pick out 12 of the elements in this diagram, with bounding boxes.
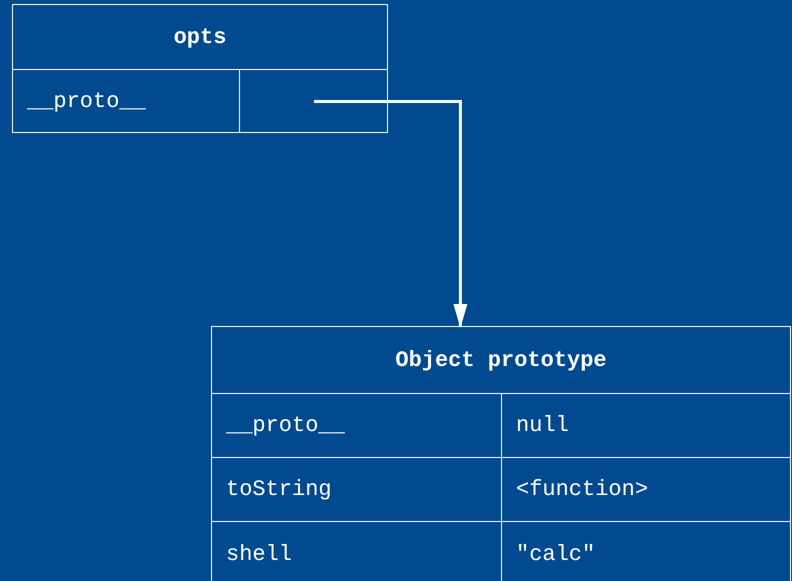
object-table <box>12 4 388 133</box>
object-table <box>211 326 791 581</box>
property-name-cell: toString <box>212 457 502 521</box>
table-heading: opts <box>174 24 226 50</box>
property-name-cell: __proto__ <box>13 69 240 133</box>
property-value-cell: <function> <box>502 457 790 521</box>
property-name-cell: shell <box>212 521 502 581</box>
arrow <box>314 100 468 328</box>
property-name-cell: __proto__ <box>212 393 502 457</box>
property-value-cell: null <box>502 393 790 457</box>
property-value-cell: "calc" <box>502 521 790 581</box>
table-heading: Object prototype <box>395 348 607 372</box>
